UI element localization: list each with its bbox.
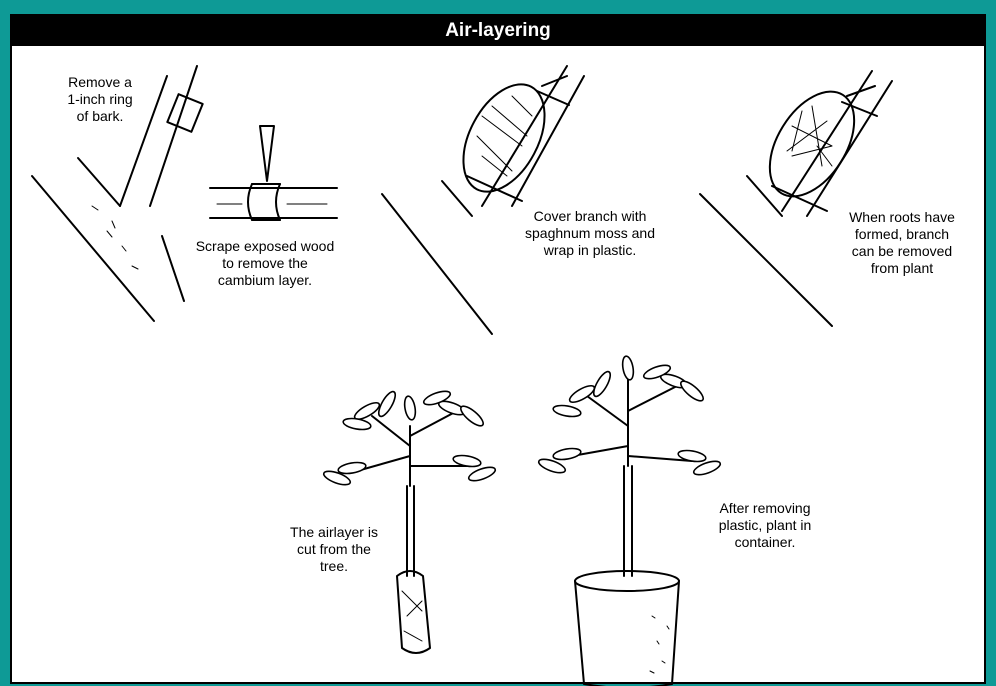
step-3-caption: Cover branch with spaghnum moss and wrap…	[510, 208, 670, 259]
step-1-caption: Remove a 1-inch ring of bark.	[50, 74, 150, 125]
step-6-caption: After removing plastic, plant in contain…	[700, 500, 830, 551]
step-2-caption: Scrape exposed wood to remove the cambiu…	[180, 238, 350, 289]
bark-ring-illustration	[12, 16, 988, 686]
step-4-caption: When roots have formed, branch can be re…	[832, 209, 972, 277]
step-5-caption: The airlayer is cut from the tree.	[274, 524, 394, 575]
diagram-panel: Air-layering	[10, 14, 986, 684]
